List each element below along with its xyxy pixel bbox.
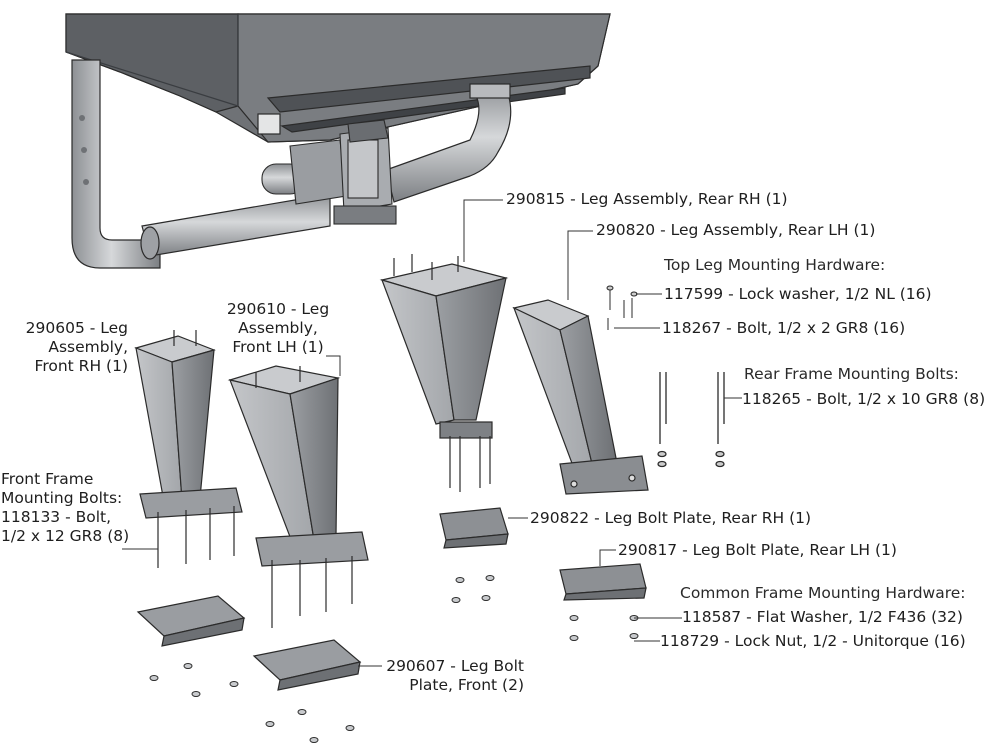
leader-lines <box>122 199 742 667</box>
label-rear-frame-header: Rear Frame Mounting Bolts: <box>744 365 959 383</box>
label-leg-assembly-rear-rh: 290815 - Leg Assembly, Rear RH (1) <box>506 190 788 208</box>
label-front-frame-bolts: Front Frame Mounting Bolts: 118133 - Bol… <box>1 470 130 545</box>
top-leg-hardware <box>606 285 638 330</box>
leg-bolt-plate-rear-lh <box>559 563 647 601</box>
leg-bolt-plate-front <box>136 595 362 691</box>
washers-and-nuts <box>149 575 639 743</box>
leg-assembly-rear-rh <box>379 254 509 492</box>
label-lock-washer: 117599 - Lock washer, 1/2 NL (16) <box>664 285 932 303</box>
gearbox <box>261 119 397 225</box>
leg-assembly-front-lh <box>227 365 369 628</box>
leg-assembly-rear-lh <box>512 299 649 495</box>
label-top-leg-hardware-header: Top Leg Mounting Hardware: <box>664 256 886 274</box>
label-lock-nut: 118729 - Lock Nut, 1/2 - Unitorque (16) <box>660 632 966 650</box>
hopper-body <box>65 13 611 143</box>
leg-bolt-plate-rear-rh <box>439 507 509 549</box>
label-leg-assembly-rear-lh: 290820 - Leg Assembly, Rear LH (1) <box>596 221 876 239</box>
label-common-hardware-header: Common Frame Mounting Hardware: <box>680 584 966 602</box>
label-bolt-2: 118267 - Bolt, 1/2 x 2 GR8 (16) <box>662 319 906 337</box>
frame-tube <box>71 59 512 269</box>
label-bolt-plate-front: 290607 - Leg Bolt Plate, Front (2) <box>386 657 524 694</box>
rear-frame-bolts <box>657 372 725 468</box>
label-leg-assembly-front-lh: 290610 - Leg Assembly, Front LH (1) <box>226 300 330 356</box>
label-leg-assembly-front-rh: 290605 - Leg Assembly, Front RH (1) <box>25 319 128 375</box>
label-bolt-plate-rear-rh: 290822 - Leg Bolt Plate, Rear RH (1) <box>530 509 812 527</box>
label-bolt-plate-rear-lh: 290817 - Leg Bolt Plate, Rear LH (1) <box>618 541 897 559</box>
leg-assembly-front-rh <box>134 330 243 568</box>
label-bolt-10: 118265 - Bolt, 1/2 x 10 GR8 (8) <box>742 390 986 408</box>
label-flat-washer: 118587 - Flat Washer, 1/2 F436 (32) <box>682 608 963 626</box>
